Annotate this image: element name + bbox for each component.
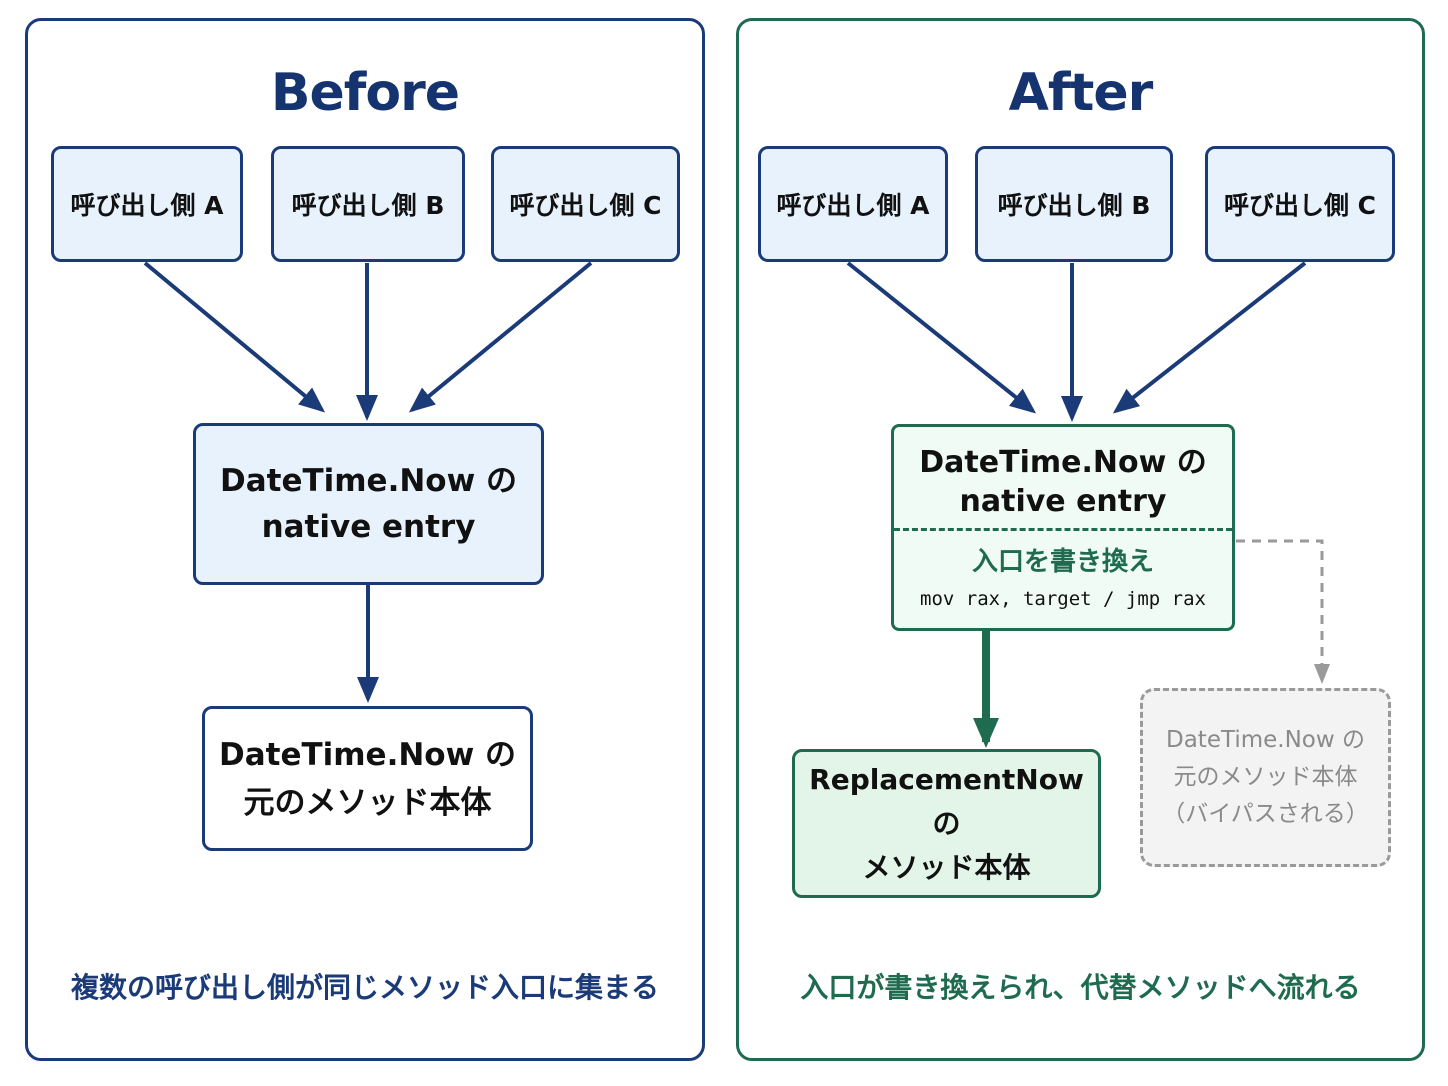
- before-caller-b-label: 呼び出し側 B: [291, 191, 445, 220]
- after-caller-a-label: 呼び出し側 A: [776, 191, 930, 220]
- after-caller-b-label: 呼び出し側 B: [997, 191, 1151, 220]
- before-title: Before: [270, 63, 460, 123]
- after-entry-header: DateTime.Now の native entry: [894, 427, 1232, 531]
- before-caller-b: 呼び出し側 B: [271, 146, 465, 262]
- after-title: After: [1008, 63, 1154, 123]
- after-caller-a: 呼び出し側 A: [758, 146, 948, 262]
- after-bypassed-original: DateTime.Now の 元のメソッド本体 （バイパスされる）: [1140, 688, 1391, 867]
- after-replacement-line1: ReplacementNow の: [809, 762, 1084, 840]
- before-original-method: DateTime.Now の 元のメソッド本体: [202, 706, 533, 851]
- before-caller-c-label: 呼び出し側 C: [509, 191, 662, 220]
- before-panel: Before 呼び出し側 A 呼び出し側 B 呼び出し側 C DateTime.…: [25, 18, 705, 1061]
- before-entry-line2: native entry: [261, 509, 476, 545]
- after-caller-b: 呼び出し側 B: [975, 146, 1173, 262]
- after-bypassed-line2: 元のメソッド本体: [1173, 764, 1358, 790]
- after-bypassed-line3: （バイパスされる）: [1162, 801, 1369, 827]
- after-replacement-line2: メソッド本体: [862, 850, 1031, 884]
- before-caption: 複数の呼び出し側が同じメソッド入口に集まる: [70, 971, 659, 1004]
- before-original-line2: 元のメソッド本体: [243, 784, 492, 821]
- after-panel: After 呼び出し側 A 呼び出し側 B 呼び出し側 C DateTime.N…: [736, 18, 1425, 1061]
- before-entry-line1: DateTime.Now の: [219, 463, 518, 499]
- before-caller-c: 呼び出し側 C: [491, 146, 680, 262]
- after-entry-rewrite-label: 入口を書き換え: [971, 547, 1154, 577]
- after-replacement-method: ReplacementNow の メソッド本体: [792, 749, 1101, 898]
- after-native-entry: DateTime.Now の native entry 入口を書き換え mov …: [891, 424, 1235, 631]
- after-caller-c-label: 呼び出し側 C: [1223, 191, 1377, 220]
- before-caller-a-label: 呼び出し側 A: [70, 191, 224, 220]
- after-bypassed-line1: DateTime.Now の: [1166, 727, 1365, 753]
- after-caption: 入口が書き換えられ、代替メソッドへ流れる: [800, 971, 1361, 1004]
- before-native-entry: DateTime.Now の native entry: [193, 423, 544, 585]
- before-caller-a: 呼び出し側 A: [51, 146, 243, 262]
- after-entry-line2: native entry: [959, 484, 1167, 519]
- after-entry-line1: DateTime.Now の: [919, 445, 1207, 480]
- before-original-line1: DateTime.Now の: [218, 736, 517, 773]
- after-entry-asm: mov rax, target / jmp rax: [920, 588, 1206, 610]
- after-caller-c: 呼び出し側 C: [1205, 146, 1395, 262]
